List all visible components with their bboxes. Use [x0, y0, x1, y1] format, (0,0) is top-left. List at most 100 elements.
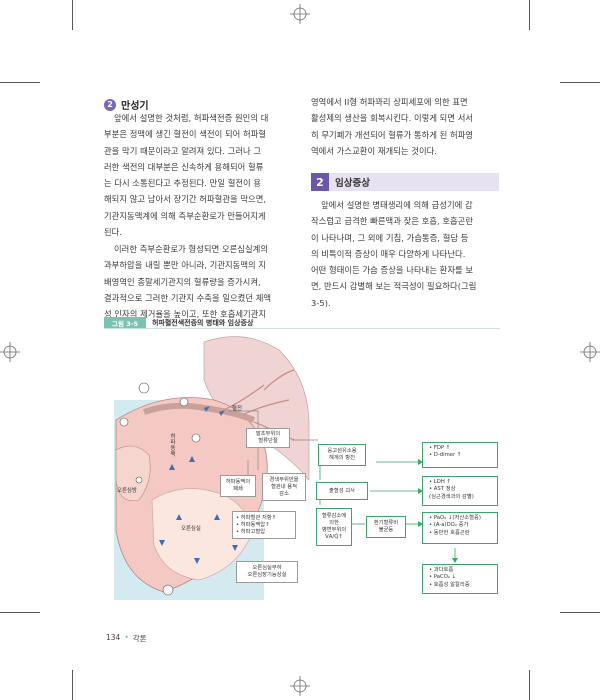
box-line: 말초부위의 [255, 431, 281, 437]
crop-mark [0, 82, 40, 83]
box-line: 출혈성 괴사 [328, 487, 356, 494]
right-ventricle-label: 오른심실 [181, 526, 201, 532]
box-line: 혈관내 용적 [270, 483, 298, 490]
text-line: 부분은 정맥에 생긴 혈전이 색전이 되어 허파혈 [104, 129, 267, 140]
section-number-badge: 2 [104, 98, 116, 111]
text-line: 해되지 않고 남아서 장기간 허파혈관을 막으면, [104, 194, 267, 205]
text-line: 배영역인 종말세기관지의 혈류량을 증가시켜, [104, 276, 261, 287]
text-line: 히 무기폐가 개선되어 혈류가 통하게 된 허파영 [311, 129, 474, 140]
box-line: V̇A/Q̇↑ [325, 534, 343, 540]
box-blood-gas: • PaO₂ ↓(저산소혈증) • (A-a)DO₂ 증가 • 동반한 호흡곤란 [422, 512, 498, 544]
pa-char: 허 [170, 434, 176, 440]
right-atrium-shape [115, 445, 151, 502]
vessel-branches [223, 369, 295, 441]
text-line: 성 인자의 제거율을 높이고, 또한 호흡세기관지 [104, 309, 267, 320]
box-line: • 허파동맥압↑ [236, 521, 270, 528]
box-rv-effects: • 허파혈관 저항↑• 허파동맥압↑• 허파고혈압 [232, 511, 296, 539]
box-line: • (A-a)DO₂ 증가 [429, 522, 469, 529]
text-line: 러한 색전의 대부분은 신속하게 용해되어 혈류 [104, 161, 264, 172]
page-number: 134 [106, 633, 121, 642]
box-line: • LDH ↑ [429, 479, 451, 485]
box-line: • FDP ↑ [429, 445, 451, 451]
registration-mark [0, 342, 20, 362]
text-line: 역에서 가스교환이 재개되는 것이다. [311, 145, 437, 156]
subsection-heading-chronic: 2 만성기 [104, 97, 149, 112]
box-hyperventilation: • 과다호흡 • PaCO₂ ↓ • 호흡성 알칼리증 [422, 564, 498, 594]
box-line: • PaCO₂ ↓ [429, 574, 457, 581]
page-footer: 134 • 각론 [106, 633, 147, 644]
figure-tag: 그림 3-5 [104, 317, 146, 328]
text-line: 어떤 형태이든 가슴 증상을 나타내는 환자를 보 [311, 265, 474, 276]
box-line: (심근경색과의 감별) [429, 493, 474, 500]
text-line: 이 나타나며, 그 외에 기침, 가슴통증, 혈담 등 [311, 232, 469, 243]
box-line: • D-dimer ↑ [429, 452, 462, 459]
box-hemorrhagic-necrosis: 출혈성 괴사 [316, 482, 368, 500]
box-ldh: • LDH ↑ • AST 정상 (심근경색과의 감별) [422, 476, 498, 506]
pa-char: 맥 [170, 452, 176, 458]
box-line: 감소 [279, 490, 289, 497]
pulmonary-artery-label: 허 파 동 맥 [170, 434, 176, 458]
figure-title: 허파혈전색전증의 병태와 임상증상 [151, 318, 254, 327]
text-line: 3-5). [311, 297, 331, 308]
text-line: 기관지동맥계에 의해 측부순환로가 만들어지게 [104, 210, 266, 221]
registration-mark [290, 676, 310, 696]
box-line: 해계의 항진 [328, 455, 356, 461]
box-line: 불균등 [378, 527, 394, 533]
box-fdp: • FDP ↑ • D-dimer ↑ [422, 442, 498, 468]
box-line: • AST 정상 [429, 486, 456, 493]
chronic-continuation: 영역에서 II형 허파꽈리 상피세포에 의한 표면 활성제의 생산을 회복시킨다… [311, 94, 501, 159]
box-line: 혈류감소에 [321, 513, 347, 519]
chapter-name: 각론 [132, 634, 147, 643]
crop-mark [0, 612, 40, 613]
text-line: 활성제의 생산을 회복시킨다. 이렇게 되면 서서 [311, 113, 474, 124]
crop-mark [72, 0, 73, 30]
footer-separator: • [124, 633, 129, 642]
crop-mark [72, 670, 73, 700]
box-line: 허파동맥의 [225, 479, 251, 485]
registration-mark [290, 4, 310, 24]
thrombus-icons [119, 382, 201, 596]
crop-mark [560, 612, 600, 613]
subsection-title: 만성기 [121, 101, 149, 112]
text-line: 작스럽고 급격한 빠른맥과 잦은 호흡, 호흡곤란 [311, 216, 474, 227]
section-banner-symptoms: 2 임상증상 [311, 173, 499, 191]
registration-mark [580, 342, 600, 362]
box-line: 혈류단절 [258, 438, 278, 444]
right-ventricle-shape [151, 488, 251, 581]
figure-title-bar: 그림 3-5 허파혈전색전증의 병태와 임상증상 [104, 317, 500, 329]
box-line: 경색부위만을 [269, 476, 299, 483]
section-number: 2 [311, 173, 329, 191]
crop-mark [560, 82, 600, 83]
pa-char: 동 [170, 446, 176, 452]
box-line: • 과다호흡 [429, 567, 454, 573]
text-line: 영역에서 II형 허파꽈리 상피세포에 의한 표면 [311, 97, 468, 107]
flow-arrows [159, 406, 238, 564]
box-line: • 호흡성 알칼리증 [429, 581, 470, 588]
box-line: • PaO₂ ↓(저산소혈증) [429, 515, 481, 521]
box-line: 병변부위의 [321, 527, 347, 533]
box-line: 오른심장기능상실 [247, 572, 287, 578]
box-line: • 동반한 호흡곤란 [429, 529, 470, 536]
box-line: 오른심실부하 [252, 565, 282, 571]
box-line: • 허파고혈압 [236, 528, 266, 535]
section-title: 임상증상 [335, 178, 370, 189]
box-line: 응고섬유소용 [327, 448, 357, 454]
text-line: 관을 막기 때문이라고 알려져 있다. 그러나 그 [104, 145, 262, 156]
text-line: 면, 반드시 감별해 보는 적극성이 필요하다(그림 [311, 281, 477, 292]
pa-char: 파 [170, 440, 176, 446]
text-line: 의 비특이적 증상이 매우 다양하게 나타난다. [311, 248, 466, 259]
chronic-paragraph-2: 이러한 측부순환로가 형성되면 오른심실계의 과부하압을 내릴 뿐만 아니라, … [104, 241, 292, 322]
box-line: 환기혈류비 [373, 520, 399, 526]
thrombus-label: 혈전 [232, 406, 242, 412]
text-line: 이러한 측부순환로가 형성되면 오른심실계의 [114, 244, 269, 254]
text-line: 앞에서 설명한 병태생리에 의해 급성기에 갑 [321, 200, 473, 210]
text-line: 된다. [104, 227, 123, 238]
chronic-paragraph-1: 앞에서 설명한 것처럼, 허파색전증 원인의 대 부분은 정맥에 생긴 혈전이 … [104, 110, 292, 240]
crop-mark [529, 670, 530, 700]
